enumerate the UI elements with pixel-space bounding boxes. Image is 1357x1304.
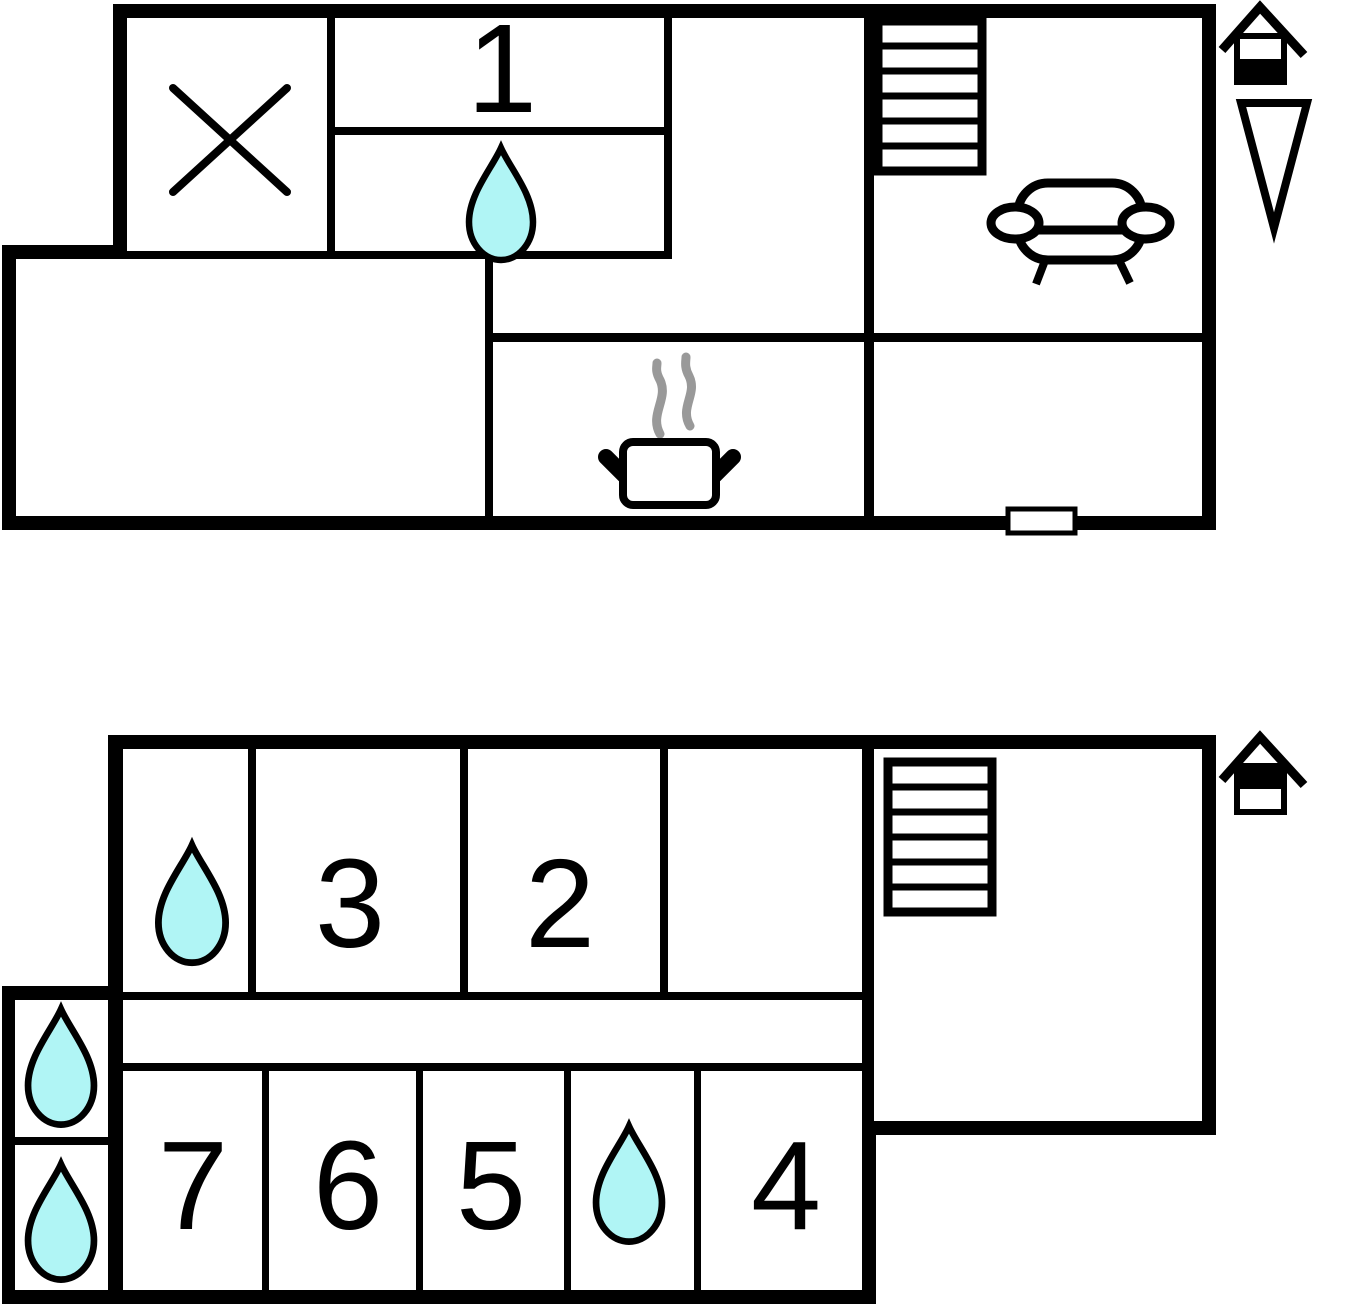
wall-partition [127,251,672,259]
wall [1202,4,1216,530]
water-drop-icon [592,1118,666,1245]
water-drop-shape [154,836,230,967]
sofa-icon [986,178,1175,286]
house-level-fill-lower [1234,59,1287,82]
wall-partition [335,127,672,135]
sofa-armrest-right [1117,202,1175,244]
house-roof [1218,730,1308,789]
window-marker [1005,506,1078,536]
steam-icon [652,352,696,439]
room-4-label: 4 [751,1115,821,1256]
wall [862,1121,876,1304]
house-level-indicator-upper [1218,730,1308,815]
cross-mark-icon [169,84,291,196]
wall-partition [864,11,874,517]
wall [108,735,1216,749]
pot-body [619,438,720,509]
upper-floor-walls [2,735,1216,1304]
room-6-label: 6 [313,1115,383,1256]
wall-partition [664,11,672,258]
ground-floor-plan: 1 [2,0,1313,536]
room-1-label: 1 [467,0,537,139]
wall-partition [8,1137,113,1145]
wall [113,4,127,259]
water-drop-shape [24,1001,98,1128]
stairs-treads [888,783,992,891]
room-2-label: 2 [525,833,595,974]
water-drop-shape [24,1156,98,1283]
wall-partition [248,749,256,992]
water-drop-icon [154,836,230,967]
house-level-indicator-ground [1218,0,1308,85]
water-drop-icon [24,1001,98,1128]
wall [862,1121,1216,1135]
wall-partition [485,255,493,516]
stairs-treads [878,42,982,150]
wall-partition [123,1063,869,1071]
upper-floor-plan: 3 2 7 6 5 4 [2,730,1308,1304]
wall-partition [564,1071,571,1290]
wall [2,986,123,1000]
wall [1202,735,1216,1135]
ground-floor-walls [2,4,1216,530]
wall [2,1290,876,1304]
wall-partition [416,1071,423,1290]
wall-partition [485,333,1202,342]
wall [2,245,16,530]
room-7-label: 7 [158,1115,228,1256]
cross-line [169,84,291,196]
steam-wave [652,358,667,439]
wall-partition [460,749,468,992]
water-drop-icon [24,1156,98,1283]
wall-partition [694,1071,701,1290]
stairs-icon [883,757,997,917]
water-drop-icon [465,140,537,264]
wall-partition [660,749,668,992]
cooking-pot-icon [598,352,741,509]
north-arrow-icon [1235,99,1313,244]
sofa-armrest-left [986,202,1044,244]
stairs-icon [873,16,987,176]
room-5-label: 5 [456,1115,526,1256]
wall [108,735,123,1304]
house-level-fill-upper [1234,763,1287,789]
house-roof [1218,0,1308,59]
water-drop-shape [465,140,537,264]
steam-wave [681,352,696,431]
wall-partition [123,992,869,1000]
wall-partition [262,1071,269,1290]
wall [2,516,1216,530]
wall-partition [862,749,874,1121]
wall [2,245,127,259]
water-drop-shape [592,1118,666,1245]
room-3-label: 3 [315,833,385,974]
wall-partition [327,11,335,258]
